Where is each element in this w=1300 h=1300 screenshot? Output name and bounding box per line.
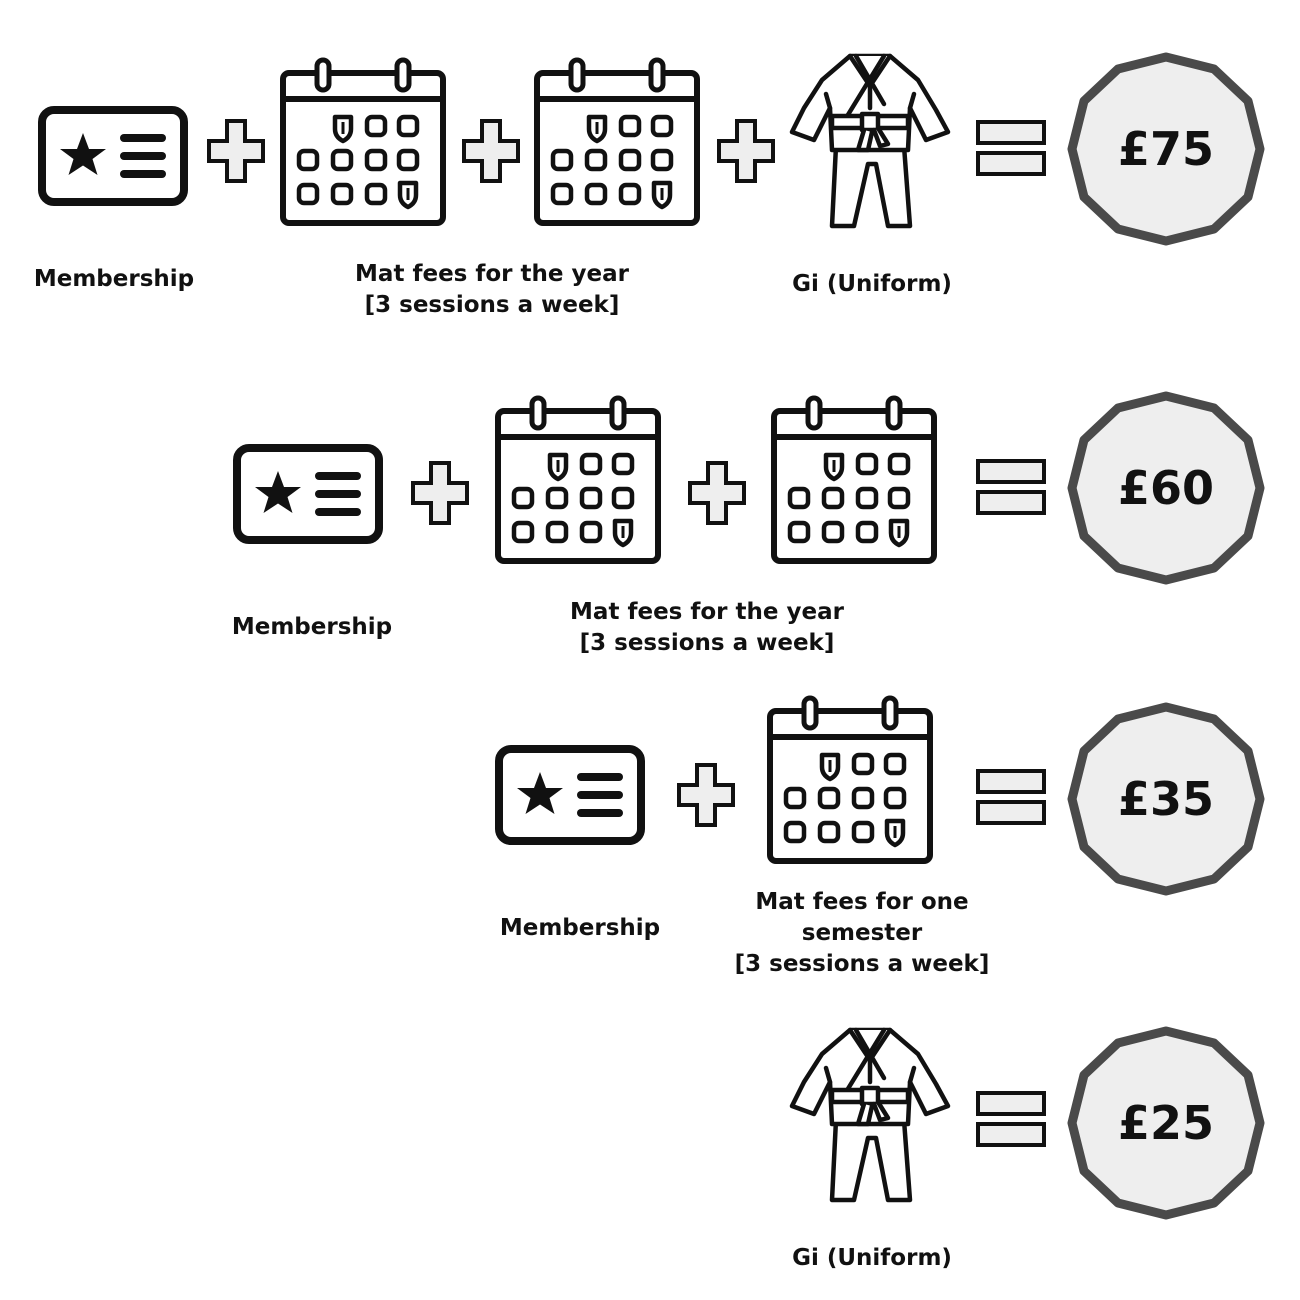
gi-uniform-icon: [786, 46, 954, 230]
membership-label: Membership: [231, 614, 393, 640]
equals-sign-icon: [975, 766, 1047, 828]
price-badge: £35: [1066, 701, 1266, 897]
mat-fees-label: Mat fees for the year [3 sessions a week…: [355, 261, 629, 318]
package-row-1: £75 Membership Mat fees for the year [3 …: [0, 0, 1300, 330]
calendar-icon: [766, 695, 934, 865]
mat-fees-label: Mat fees for one semester [3 sessions a …: [734, 889, 990, 977]
plus-sign-icon: [205, 117, 267, 185]
membership-label: Membership: [499, 915, 661, 941]
plus-sign-icon: [460, 117, 522, 185]
plus-sign-icon: [686, 459, 748, 527]
membership-card-icon: [495, 745, 645, 845]
price-badge: £25: [1066, 1025, 1266, 1221]
gi-uniform-icon: [786, 1020, 954, 1204]
price-value: £35: [1117, 772, 1215, 826]
price-badge: £75: [1066, 51, 1266, 247]
membership-card-icon: [233, 444, 383, 544]
package-row-4: £25 Gi (Uniform): [0, 1010, 1300, 1290]
plus-sign-icon: [409, 459, 471, 527]
calendar-icon: [533, 57, 701, 227]
mat-fees-label: Mat fees for the year [3 sessions a week…: [570, 599, 844, 656]
equals-sign-icon: [975, 1088, 1047, 1150]
membership-label: Membership: [33, 266, 195, 292]
package-row-2: £60 Membership Mat fees for the year [3 …: [0, 380, 1300, 670]
equals-sign-icon: [975, 117, 1047, 179]
price-value: £60: [1117, 461, 1215, 515]
package-row-3: £35 Membership Mat fees for one semester…: [0, 690, 1300, 990]
calendar-icon: [494, 395, 662, 565]
price-value: £25: [1117, 1096, 1215, 1150]
calendar-icon: [770, 395, 938, 565]
gi-label: Gi (Uniform): [792, 1245, 952, 1271]
equals-sign-icon: [975, 456, 1047, 518]
gi-label: Gi (Uniform): [792, 271, 952, 297]
price-value: £75: [1117, 122, 1215, 176]
plus-sign-icon: [715, 117, 777, 185]
plus-sign-icon: [675, 761, 737, 829]
calendar-icon: [279, 57, 447, 227]
membership-card-icon: [38, 106, 188, 206]
price-badge: £60: [1066, 390, 1266, 586]
